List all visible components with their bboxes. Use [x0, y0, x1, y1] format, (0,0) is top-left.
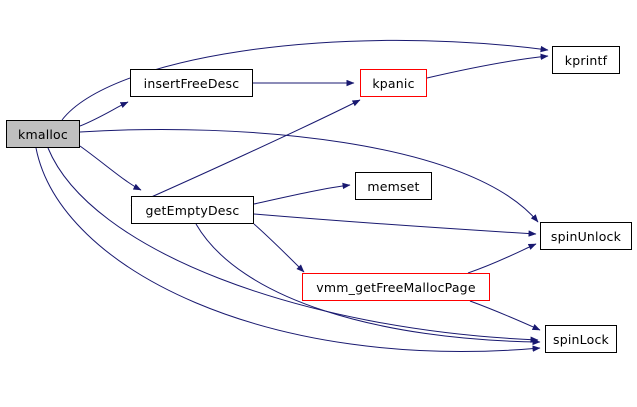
node-vmm_getFreeMallocPage[interactable]: vmm_getFreeMallocPage — [302, 273, 490, 301]
edge-getEmptyDesc-to-kpanic — [130, 99, 361, 207]
edge-kmalloc-to-spinUnlock — [79, 129, 539, 223]
node-kpanic[interactable]: kpanic — [360, 69, 427, 97]
node-memset[interactable]: memset — [355, 172, 432, 200]
node-label-spinLock: spinLock — [553, 331, 609, 347]
edge-vmm_getFreeMallocPage-to-spinUnlock — [467, 243, 537, 274]
node-label-spinUnlock: spinUnlock — [550, 228, 622, 244]
node-label-insertFreeDesc: insertFreeDesc — [143, 75, 240, 91]
node-label-memset: memset — [367, 178, 420, 194]
node-kmalloc[interactable]: kmalloc — [6, 120, 80, 148]
edge-kpanic-to-kprintf — [426, 53, 549, 79]
edge-kmalloc-to-getEmptyDesc — [79, 145, 142, 191]
node-label-kmalloc: kmalloc — [18, 126, 68, 142]
edge-kmalloc-to-spinLock — [47, 147, 539, 343]
node-label-kpanic: kpanic — [372, 75, 415, 91]
node-getEmptyDesc[interactable]: getEmptyDesc — [131, 196, 254, 224]
node-label-kprintf: kprintf — [564, 52, 608, 68]
edge-kmalloc-to-insertFreeDesc — [79, 101, 129, 127]
edge-getEmptyDesc-to-spinLock — [195, 223, 541, 346]
node-spinLock[interactable]: spinLock — [545, 325, 617, 353]
edge-kmalloc-to-kprintf — [61, 39, 549, 121]
edge-vmm_getFreeMallocPage-to-spinLock — [469, 300, 541, 331]
edge-getEmptyDesc-to-vmm_getFreeMallocPage — [253, 223, 305, 273]
node-label-getEmptyDesc: getEmptyDesc — [145, 202, 240, 218]
edge-group — [35, 39, 549, 352]
node-insertFreeDesc[interactable]: insertFreeDesc — [130, 69, 253, 97]
node-spinUnlock[interactable]: spinUnlock — [540, 222, 632, 250]
node-kprintf[interactable]: kprintf — [552, 46, 620, 74]
edge-kmalloc-to-spinLock — [35, 147, 541, 352]
edge-getEmptyDesc-to-memset — [253, 182, 351, 205]
node-label-vmm_getFreeMallocPage: vmm_getFreeMallocPage — [316, 279, 476, 295]
edge-getEmptyDesc-to-spinUnlock — [253, 213, 537, 237]
